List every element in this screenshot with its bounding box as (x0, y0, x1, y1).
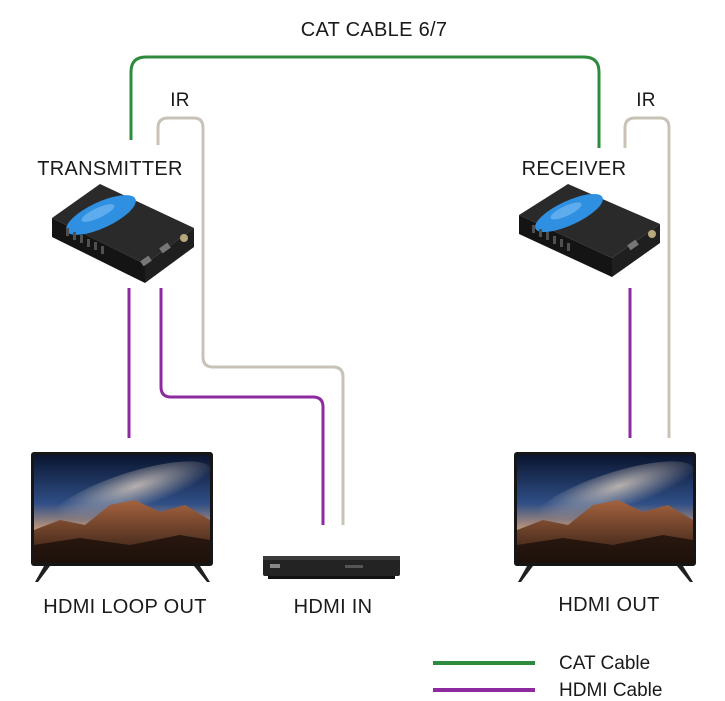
ir-label-receiver: IR (636, 90, 656, 111)
transmitter-label: TRANSMITTER (37, 158, 183, 180)
receiver-device-icon (519, 184, 660, 277)
ir-cable-transmitter-line (156, 116, 345, 525)
tv-icon (514, 452, 696, 582)
hdmi-in-label: HDMI IN (293, 596, 373, 618)
ir-label-transmitter: IR (170, 90, 190, 111)
cat-cable-label: CAT CABLE 6/7 (300, 19, 448, 41)
legend-cat-label: CAT Cable (559, 653, 651, 674)
cat-cable-line (129, 55, 601, 148)
ir-cable-receiver-line (623, 116, 671, 438)
hdmi-in-cable-line (159, 288, 325, 525)
transmitter-device-icon (52, 184, 194, 283)
blu-ray-player-icon (263, 556, 400, 579)
receiver-label: RECEIVER (521, 158, 627, 180)
tv-icon (31, 452, 213, 582)
hdmi-out-label: HDMI OUT (558, 594, 660, 616)
hdmi-loop-out-label: HDMI LOOP OUT (43, 596, 207, 618)
legend-hdmi-label: HDMI Cable (559, 680, 663, 701)
